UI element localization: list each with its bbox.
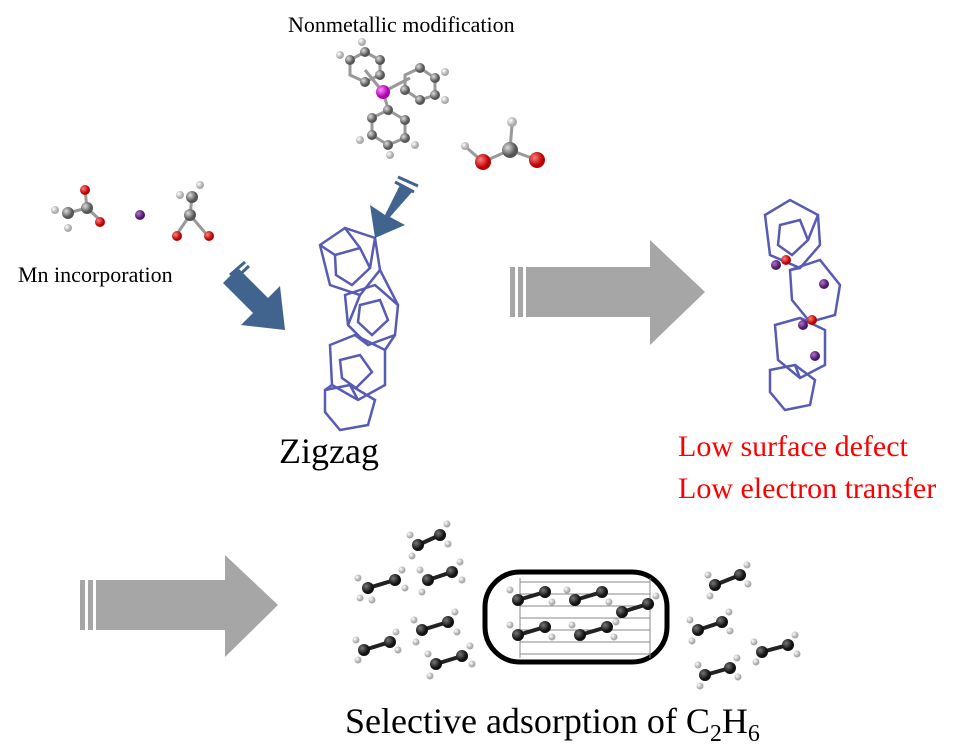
mn-incorporation-label: Mn incorporation xyxy=(18,262,173,287)
ethylene-molecule xyxy=(352,628,402,664)
selective-adsorption-label: Selective adsorption of C2H6 xyxy=(345,700,760,748)
subscript-2: 2 xyxy=(709,721,722,748)
ethane-in-pore xyxy=(612,592,660,626)
ethane-molecule xyxy=(424,642,476,680)
blue-arrow-nonmetal xyxy=(370,175,419,238)
ethylene-molecule xyxy=(694,654,742,690)
hydrogen-symbol: H xyxy=(721,701,748,741)
ethane-molecule xyxy=(750,631,801,666)
selective-text: Selective adsorption of C xyxy=(345,701,710,741)
blue-arrow-mn xyxy=(223,260,285,330)
gray-arrow-right-2 xyxy=(80,555,278,657)
low-electron-transfer-label: Low electron transfer xyxy=(678,472,937,505)
ethane-molecule xyxy=(416,558,466,596)
ethane-in-pore xyxy=(506,586,556,606)
adsorbent-pore xyxy=(482,569,670,665)
ethane-in-pore xyxy=(506,621,556,641)
phosphorus-atom xyxy=(376,85,390,99)
triphenylphosphine-molecule xyxy=(336,38,449,159)
ethane-in-pore xyxy=(563,586,613,606)
ethane-molecule xyxy=(410,608,461,646)
zigzag-label: Zigzag xyxy=(279,431,379,471)
ethane-molecule xyxy=(354,566,409,604)
low-surface-defect-label: Low surface defect xyxy=(678,430,908,463)
subscript-6: 6 xyxy=(747,721,760,748)
formic-acid-molecule xyxy=(461,117,545,170)
gray-arrow-right-1 xyxy=(510,240,705,345)
ethylene-molecule xyxy=(704,561,752,600)
gas-molecules xyxy=(352,520,801,690)
ethylene-molecule xyxy=(406,520,452,560)
modified-zigzag-framework xyxy=(763,198,842,412)
zigzag-framework xyxy=(318,226,400,432)
ethane-in-pore xyxy=(568,621,618,641)
manganese-acetate-molecules xyxy=(51,181,214,241)
manganese-atom xyxy=(135,210,145,220)
nonmetallic-modification-label: Nonmetallic modification xyxy=(288,12,515,37)
ethylene-molecule xyxy=(686,608,734,645)
